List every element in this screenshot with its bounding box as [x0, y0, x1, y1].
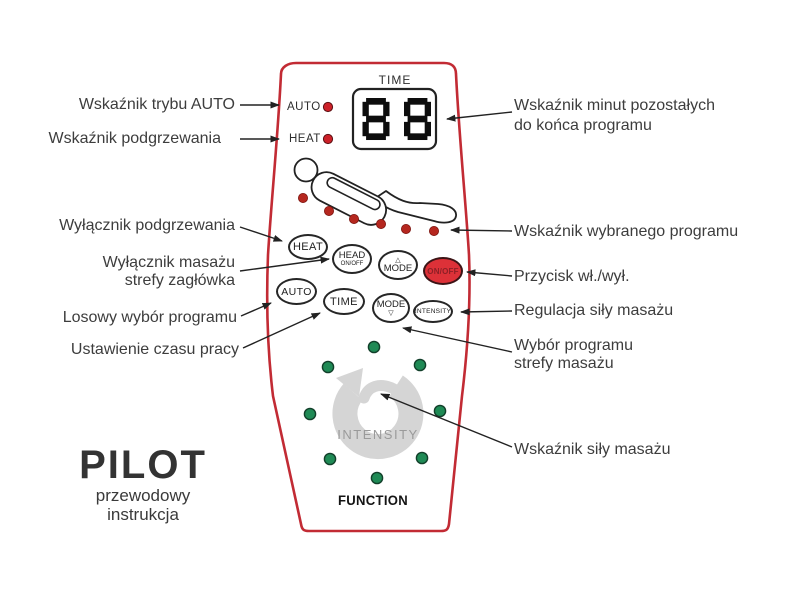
- massage-chair-icon: [310, 171, 457, 226]
- program-indicator-dot: [323, 205, 334, 216]
- label-random-program: Losowy wybór programu: [62, 309, 237, 326]
- mode-up-label: MODE: [383, 262, 413, 274]
- pointer-time-button: [242, 312, 321, 349]
- title-block: PILOT przewodowy instrukcja: [57, 444, 229, 524]
- program-indicator-dot: [428, 225, 439, 236]
- label-time-setting: Ustawienie czasu pracy: [70, 341, 239, 358]
- intensity-level-dot: [321, 360, 335, 374]
- pointer-auto-button: [240, 302, 272, 317]
- intensity-level-dots: [303, 340, 447, 485]
- heat-indicator-label: HEAT: [289, 133, 321, 145]
- seven-segment-digit: [362, 98, 390, 141]
- pointer-head-button: [239, 256, 330, 272]
- time-display-label: TIME: [378, 73, 412, 87]
- intensity-level-dot: [415, 451, 429, 465]
- intensity-level-dot: [303, 407, 317, 421]
- intensity-level-dot: [370, 471, 384, 485]
- label-auto-mode-indicator: Wskaźnik trybu AUTO: [78, 96, 235, 113]
- mode-up-button[interactable]: △ MODE: [378, 250, 418, 280]
- mode-down-label: MODE: [376, 298, 406, 310]
- label-heating-indicator: Wskaźnik podgrzewania: [48, 130, 221, 147]
- intensity-level-dot: [367, 340, 381, 354]
- pointer-arrows: [239, 101, 513, 448]
- program-indicator-dot: [375, 218, 386, 229]
- auto-indicator-label: AUTO: [287, 101, 321, 113]
- label-massage-strength-adjust: Regulacja siły masażu: [514, 302, 674, 319]
- program-indicator-dot: [297, 192, 308, 203]
- head-onoff-button[interactable]: HEAD ON/OFF: [332, 244, 372, 274]
- pointer-time-display: [446, 111, 513, 122]
- heat-indicator-led: [322, 133, 334, 145]
- pointer-heat-button: [239, 226, 283, 242]
- intensity-level-dot: [433, 404, 447, 418]
- chair-head-icon: [293, 157, 319, 183]
- head-button-sublabel: ON/OFF: [340, 260, 364, 267]
- label-heating-switch: Wyłącznik podgrzewania: [59, 217, 235, 234]
- seven-segment-digit: [404, 98, 431, 141]
- intensity-dial-label: INTENSITY: [337, 427, 419, 442]
- auto-indicator-led: [322, 101, 334, 113]
- label-onoff-switch: Przycisk wł./wył.: [514, 268, 630, 285]
- intensity-button[interactable]: INTENSITY: [413, 300, 453, 323]
- pointer-intensity-swirl: [380, 393, 513, 448]
- intensity-level-dot: [323, 452, 337, 466]
- label-massage-strength-indicator: Wskaźnik siły masażu: [514, 441, 671, 458]
- program-indicator-dots: [297, 192, 439, 236]
- page-title: PILOT: [79, 443, 207, 487]
- function-label: FUNCTION: [338, 493, 408, 508]
- pointer-modedown-button: [402, 326, 513, 353]
- heat-button[interactable]: HEAT: [288, 234, 328, 260]
- page-subtitle-2: instrukcja: [107, 505, 179, 524]
- pointer-onoff-button: [466, 269, 513, 277]
- intensity-level-dot: [413, 358, 427, 372]
- time-button[interactable]: TIME: [323, 288, 365, 315]
- power-onoff-button[interactable]: ON/OFF: [423, 257, 463, 285]
- pointer-intensity-button: [460, 308, 513, 316]
- label-selected-program-indicator: Wskaźnik wybranego programu: [514, 223, 739, 240]
- pointer-program-dots: [450, 226, 513, 234]
- program-indicator-dot: [400, 223, 411, 234]
- page-subtitle-1: przewodowy: [95, 486, 191, 505]
- mode-down-button[interactable]: MODE ▽: [372, 293, 410, 323]
- triangle-down-icon: ▽: [388, 309, 394, 317]
- auto-button[interactable]: AUTO: [276, 278, 317, 305]
- triangle-up-icon: △: [395, 256, 401, 264]
- intensity-swirl-icon: [332, 368, 424, 460]
- head-button-label: HEAD: [338, 249, 366, 261]
- program-indicator-dot: [348, 213, 359, 224]
